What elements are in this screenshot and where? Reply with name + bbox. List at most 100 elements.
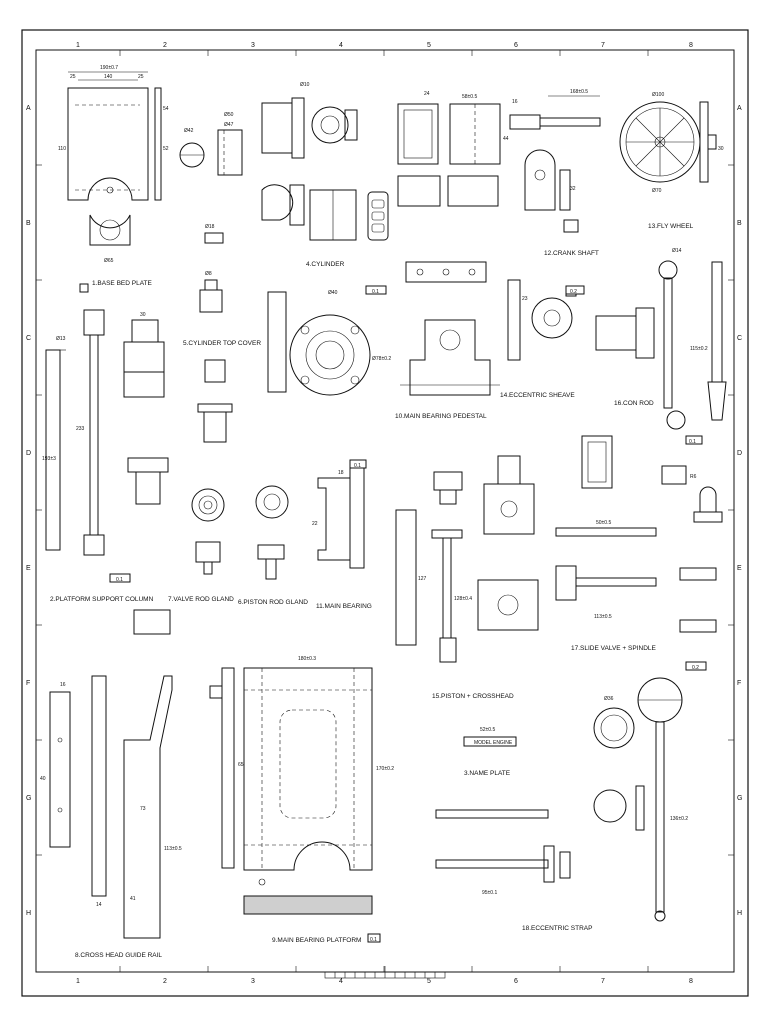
dim-label: 65 <box>238 762 244 768</box>
dim-label: Ø40 <box>328 290 338 296</box>
row-label: E <box>26 565 31 572</box>
col-label: 1 <box>76 978 80 985</box>
col-label: 6 <box>514 978 518 985</box>
outer-border <box>21 29 749 997</box>
tol-value: 0.1 <box>689 439 696 445</box>
dim-label: 52 <box>163 146 169 152</box>
dim-label: 18 <box>338 470 344 476</box>
col-label: 4 <box>339 42 343 49</box>
dim-label: 193±3 <box>42 456 56 462</box>
dim-label: 52±0.5 <box>480 727 495 733</box>
dim-label: Ø42 <box>184 128 194 134</box>
part-label: 3.NAME PLATE <box>464 770 511 777</box>
dim-label: 58±0.5 <box>462 94 477 100</box>
part-label: 18.ECCENTRIC STRAP <box>522 925 592 932</box>
part-label: 1.BASE BED PLATE <box>92 280 153 287</box>
part-fly-wheel: Ø100 Ø70 30 13.FLY WHEEL <box>619 92 724 230</box>
dim-label: Ø8 <box>205 271 212 277</box>
dim-label: Ø36 <box>604 696 614 702</box>
dim-label: Ø18 <box>205 224 215 230</box>
part-main-bearing: 18 22 11.MAIN BEARING <box>312 467 372 610</box>
tol-value: 0.2 <box>692 665 699 671</box>
row-labels-right: A B C D E F G H <box>737 105 742 917</box>
row-label: F <box>26 680 30 687</box>
part-label: 10.MAIN BEARING PEDESTAL <box>395 413 487 420</box>
dim-label: 113±0.5 <box>164 846 182 852</box>
row-label: D <box>26 450 31 457</box>
scale-ruler <box>324 966 446 979</box>
dim-label: 44 <box>503 136 509 142</box>
dim-label: 110 <box>58 146 66 152</box>
dim-label: 190±0.7 <box>100 65 118 71</box>
col-label: 6 <box>514 42 518 49</box>
part-label: 13.FLY WHEEL <box>648 223 694 230</box>
dim-label: Ø13 <box>56 336 66 342</box>
tolerance-boxes: 0.1 0.1 0.1 0.2 0.2 0.1 0.1 <box>109 285 707 943</box>
part-label: 8.CROSS HEAD GUIDE RAIL <box>75 952 162 959</box>
part-label: 16.CON ROD <box>614 400 654 407</box>
col-label: 1 <box>76 42 80 49</box>
row-label: G <box>26 795 31 802</box>
dim-label: Ø10 <box>300 82 310 88</box>
dim-label: 95±0.1 <box>482 890 497 896</box>
dim-label: 127 <box>418 576 427 582</box>
tol-value: 0.2 <box>570 289 577 295</box>
dim-label: 30 <box>140 312 146 318</box>
dim-label: 115±0.2 <box>690 346 708 352</box>
col-label: 8 <box>689 978 693 985</box>
dim-label: 22 <box>312 521 318 527</box>
dim-label: 25 <box>138 74 144 80</box>
row-label: H <box>737 910 742 917</box>
part-label: 15.PISTON + CROSSHEAD <box>432 693 514 700</box>
dim-label: 128±0.4 <box>454 596 472 602</box>
part-cylinder-cover-views: Ø42 Ø50 Ø47 Ø18 Ø8 5.CYLINDER TOP COVER <box>179 112 261 443</box>
part-piston-rod-gland: 6.PISTON ROD GLAND <box>238 485 308 606</box>
dim-label: 32 <box>570 186 576 192</box>
zone-ticks <box>36 50 734 972</box>
part-name-plate: 52±0.5 MODEL ENGINE 3.NAME PLATE <box>463 727 517 777</box>
part-label: 4.CYLINDER <box>306 261 345 268</box>
part-label: 14.ECCENTRIC SHEAVE <box>500 392 575 399</box>
dim-label: Ø50 <box>224 112 234 118</box>
dim-label: Ø70 <box>652 188 662 194</box>
part-piston-crosshead: 127 128±0.4 15.PISTON + CROSSHEAD <box>395 455 539 700</box>
dim-label: 73 <box>140 806 146 812</box>
col-label: 4 <box>339 978 343 985</box>
row-labels-left: A B C D E F G H <box>26 105 31 917</box>
dim-label: Ø65 <box>104 258 114 264</box>
dim-label: 30 <box>718 146 724 152</box>
part-eccentric-sheave: 23 14.ECCENTRIC SHEAVE <box>500 279 577 399</box>
dim-label: Ø14 <box>672 248 682 254</box>
part-label: 6.PISTON ROD GLAND <box>238 599 308 606</box>
dim-label: 41 <box>130 896 136 902</box>
dim-label: 136±0.2 <box>670 816 688 822</box>
col-label: 3 <box>251 978 255 985</box>
dim-label: 140 <box>104 74 113 80</box>
row-label: A <box>737 105 742 112</box>
part-slide-valve-spindle: 50±0.5 113±0.5 R6 17.SLIDE VALVE + SPIND… <box>555 435 723 652</box>
dim-label: 168±0.5 <box>570 89 588 95</box>
tol-value: 0.1 <box>372 289 379 295</box>
dim-label: 113±0.5 <box>594 614 612 620</box>
col-label: 5 <box>427 42 431 49</box>
part-cylinder: Ø10 4.CYLINDER <box>261 82 389 268</box>
part-cylinder-flange: Ø40 Ø78±0.2 <box>267 290 391 396</box>
part-base-bed-plate: 190±0.7 140 25 25 54 110 52 Ø65 1.BASE B… <box>58 65 169 287</box>
dim-label: 24 <box>424 91 430 97</box>
col-label: 2 <box>163 978 167 985</box>
dim-label: R6 <box>690 474 697 480</box>
part-con-rod: Ø14 115±0.2 16.CON ROD <box>595 248 727 430</box>
dim-label: 54 <box>163 106 169 112</box>
part-platform-support-column: Ø13 193±3 233 30 2.PLATFORM SUPPORT COLU… <box>42 283 165 603</box>
dim-label: Ø100 <box>652 92 664 98</box>
dim-label: 16 <box>60 682 66 688</box>
dim-label: 25 <box>70 74 76 80</box>
part-cross-head-guide-rail: 16 40 14 73 113±0.5 41 8.CROSS HEAD GUID… <box>40 609 182 959</box>
row-label: E <box>737 565 742 572</box>
part-main-bearing-platform: 180±0.3 65 170±0.2 9.MAIN BEARING PLATFO… <box>209 656 394 944</box>
dim-label: 16 <box>512 99 518 105</box>
name-plate-text: MODEL ENGINE <box>474 740 513 746</box>
dim-label: Ø78±0.2 <box>372 356 391 362</box>
part-label: 2.PLATFORM SUPPORT COLUMN <box>50 596 154 603</box>
